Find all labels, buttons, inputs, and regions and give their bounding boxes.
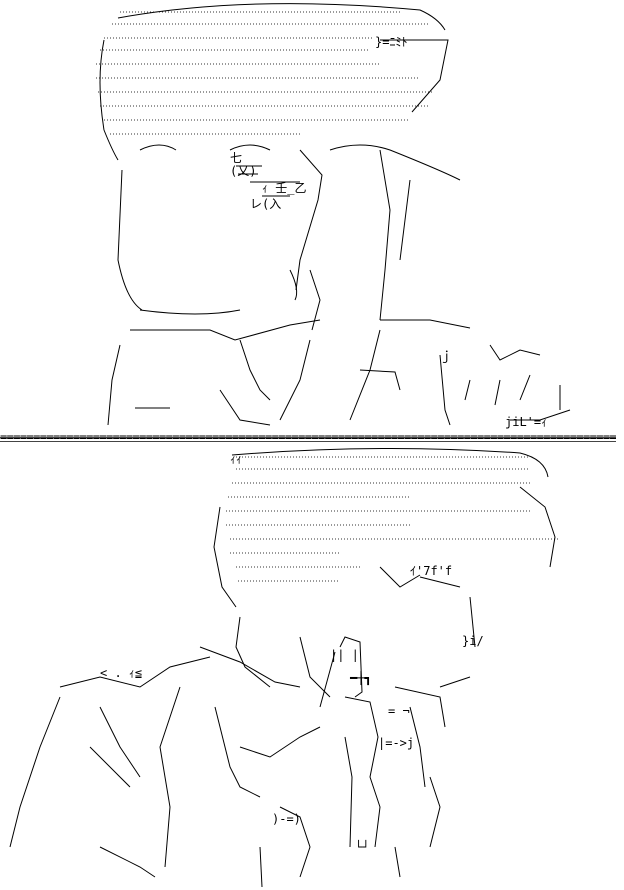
svg-text:< . ｨ≦: < . ｨ≦	[100, 666, 142, 680]
hand-right-top	[439, 354, 451, 426]
hair-texture-top	[96, 11, 432, 135]
svg-text:ｨｨ: ｨｨ	[230, 452, 242, 466]
svg-text:└┘: └┘	[355, 839, 369, 854]
hair-outline-bottom	[231, 447, 549, 478]
hand-top	[329, 144, 461, 181]
hair-texture-bottom	[226, 456, 560, 582]
bottom-figure-art: ｨｨ ｲ'7f'f }i/ || | ━┼┓ = ¬ |=->j )-=) └┘…	[9, 447, 560, 888]
fist-bottom	[344, 696, 381, 848]
svg-text:= ¬: = ¬	[388, 704, 410, 718]
svg-text:レ(入: レ(入	[250, 197, 281, 211]
svg-text:ｨ 壬_乙: ｨ 壬_乙	[262, 181, 306, 195]
svg-text:ｲ'7f'f: ｲ'7f'f	[410, 564, 452, 578]
face-left-bottom	[235, 616, 271, 688]
svg-text:━┼┓: ━┼┓	[349, 670, 372, 686]
svg-text:七: 七	[230, 151, 242, 165]
eye-left-top	[139, 144, 177, 151]
svg-text:jiL'=ｨ: jiL'=ｨ	[505, 415, 547, 429]
ascii-art-top-panel: }=ﾆﾐﾄ 七 (乂) ｨ 壬_乙 レ(入 ｊ jiL'=ｨ	[0, 0, 624, 435]
face-left-top	[117, 169, 143, 311]
section-divider: ========================================…	[0, 433, 616, 445]
svg-text:|| |: || |	[330, 648, 359, 662]
svg-text:)-=): )-=)	[272, 812, 301, 826]
eye-right-top	[229, 144, 271, 151]
svg-text:(乂): (乂)	[230, 164, 256, 178]
divider-line-lower	[0, 441, 616, 442]
svg-text:}i/: }i/	[462, 634, 484, 648]
eye-bottom	[379, 566, 421, 588]
svg-text:ｊ: ｊ	[440, 349, 452, 363]
divider-equals-row: ========================================…	[0, 433, 616, 444]
shoulder-left-bottom	[59, 656, 211, 688]
top-figure-art: }=ﾆﾐﾄ 七 (乂) ｨ 壬_乙 レ(入 ｊ jiL'=ｨ	[96, 3, 571, 429]
hair-outline-top	[117, 3, 446, 31]
svg-text:}=ﾆﾐﾄ: }=ﾆﾐﾄ	[375, 35, 407, 49]
svg-text:|=->j: |=->j	[378, 736, 414, 750]
divider-line-upper	[0, 437, 616, 438]
collar-top	[130, 319, 321, 341]
raised-finger	[339, 636, 363, 698]
ascii-art-bottom-panel: ｨｨ ｲ'7f'f }i/ || | ━┼┓ = ¬ |=->j )-=) └┘…	[0, 447, 624, 890]
